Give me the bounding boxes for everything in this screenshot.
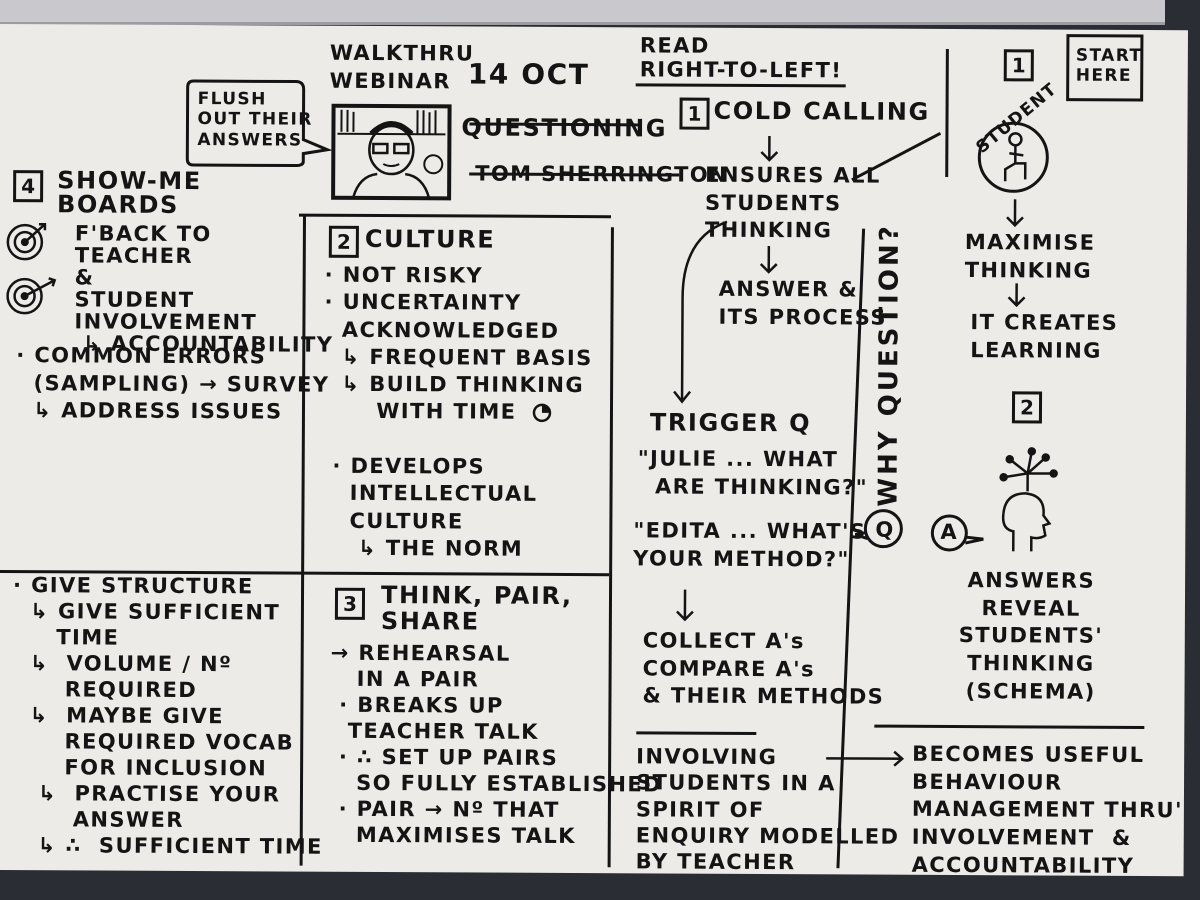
- think-pair-share-body: → REHEARSAL IN A PAIR · BREAKS UP TEACHE…: [329, 640, 663, 849]
- divider-why-bottom: [874, 724, 1145, 730]
- divider-header-read: [635, 83, 846, 88]
- arrow-down-icon: [1007, 283, 1026, 308]
- keyboard-edge: [0, 0, 1165, 25]
- behaviour-management: BECOMES USEFUL BEHAVIOUR MANAGEMENT THRU…: [911, 741, 1183, 878]
- cold-calling-number: 1: [679, 97, 710, 130]
- answer-and-process: ANSWER & ITS PROCESS: [718, 276, 887, 330]
- arrow-down-icon: [1006, 199, 1024, 228]
- creates-learning: IT CREATES LEARNING: [970, 310, 1119, 363]
- q-bubble-label: Q: [875, 517, 895, 542]
- show-me-boards-errors: · COMMON ERRORS (SAMPLING) → SURVEY ↳ AD…: [15, 343, 330, 424]
- why-point-2-number: 2: [1011, 391, 1043, 424]
- show-me-boards-number: 4: [13, 170, 44, 203]
- culture-title: CULTURE: [364, 224, 496, 254]
- give-structure-list: · GIVE STRUCTURE ↳ GIVE SUFFICIENT TIME …: [11, 573, 323, 860]
- speech-bubble-text: FLUSH OUT THEIR ANSWERS: [197, 89, 313, 151]
- a-bubble-label: A: [940, 519, 959, 545]
- culture-body: · NOT RISKY · UNCERTAINTY ACKNOWLEDGED ↳…: [323, 262, 593, 561]
- event-date: 14 OCT: [467, 57, 590, 92]
- target-icon: [6, 277, 57, 315]
- arrow-down-icon: [676, 589, 694, 622]
- speaker-portrait-icon: [331, 103, 452, 201]
- arrow-down-icon: [759, 246, 778, 274]
- quote-julie: "JULIE ... WHAT ARE THINKING?": [637, 446, 869, 500]
- divider-why-top: [945, 48, 949, 177]
- trigger-q: TRIGGER Q: [649, 408, 812, 438]
- a-bubble-icon: [930, 514, 984, 552]
- ensures-all-students-thinking: ENSURES ALL STUDENTS THINKING: [704, 162, 881, 243]
- q-bubble-icon: [854, 509, 903, 549]
- arrow-down-icon: [760, 136, 779, 162]
- think-pair-share-number: 3: [334, 587, 366, 620]
- sketchnote-paper: WALKTHRU WEBINAR 14 OCT QUESTIONING TOM …: [0, 24, 1188, 878]
- quote-edita: "EDITA ... WHAT'S YOUR METHOD?": [633, 518, 867, 572]
- event-title: WALKTHRU WEBINAR: [329, 40, 475, 94]
- topic-title: QUESTIONING: [461, 113, 668, 143]
- show-me-boards-title: SHOW-ME BOARDS: [56, 166, 202, 219]
- student-thinking-icon: [977, 121, 1049, 193]
- curved-arrow-icon: [673, 220, 728, 404]
- speaker-name: TOM SHERRINGTON: [475, 161, 729, 187]
- speech-bubble-icon: [185, 79, 333, 168]
- think-pair-share-title: THINK, PAIR, SHARE: [380, 581, 573, 636]
- cold-calling-title: COLD CALLING: [713, 96, 930, 126]
- target-icon: [6, 222, 47, 261]
- start-here-label: START HERE: [1075, 45, 1143, 87]
- show-me-boards-body: F'BACK TO TEACHER & STUDENT INVOLVEMENT …: [74, 221, 334, 357]
- why-point-1-number: 1: [1003, 49, 1034, 82]
- clock-icon: [532, 403, 552, 423]
- answers-reveal-thinking: ANSWERS REVEAL STUDENTS' THINKING (SCHEM…: [958, 568, 1104, 704]
- brain-network-icon: [999, 447, 1058, 552]
- why-question-title: WHY QUESTION?: [873, 223, 905, 507]
- divider-row-top: [298, 213, 612, 219]
- start-here-box-icon: [1066, 34, 1144, 102]
- maximise-thinking: MAXIMISE THINKING: [964, 230, 1096, 283]
- arrow-right-icon: [826, 750, 905, 767]
- collect-compare: COLLECT A's COMPARE A's & THEIR METHODS: [642, 628, 885, 710]
- read-direction-note: READ RIGHT-TO-LEFT!: [639, 33, 843, 83]
